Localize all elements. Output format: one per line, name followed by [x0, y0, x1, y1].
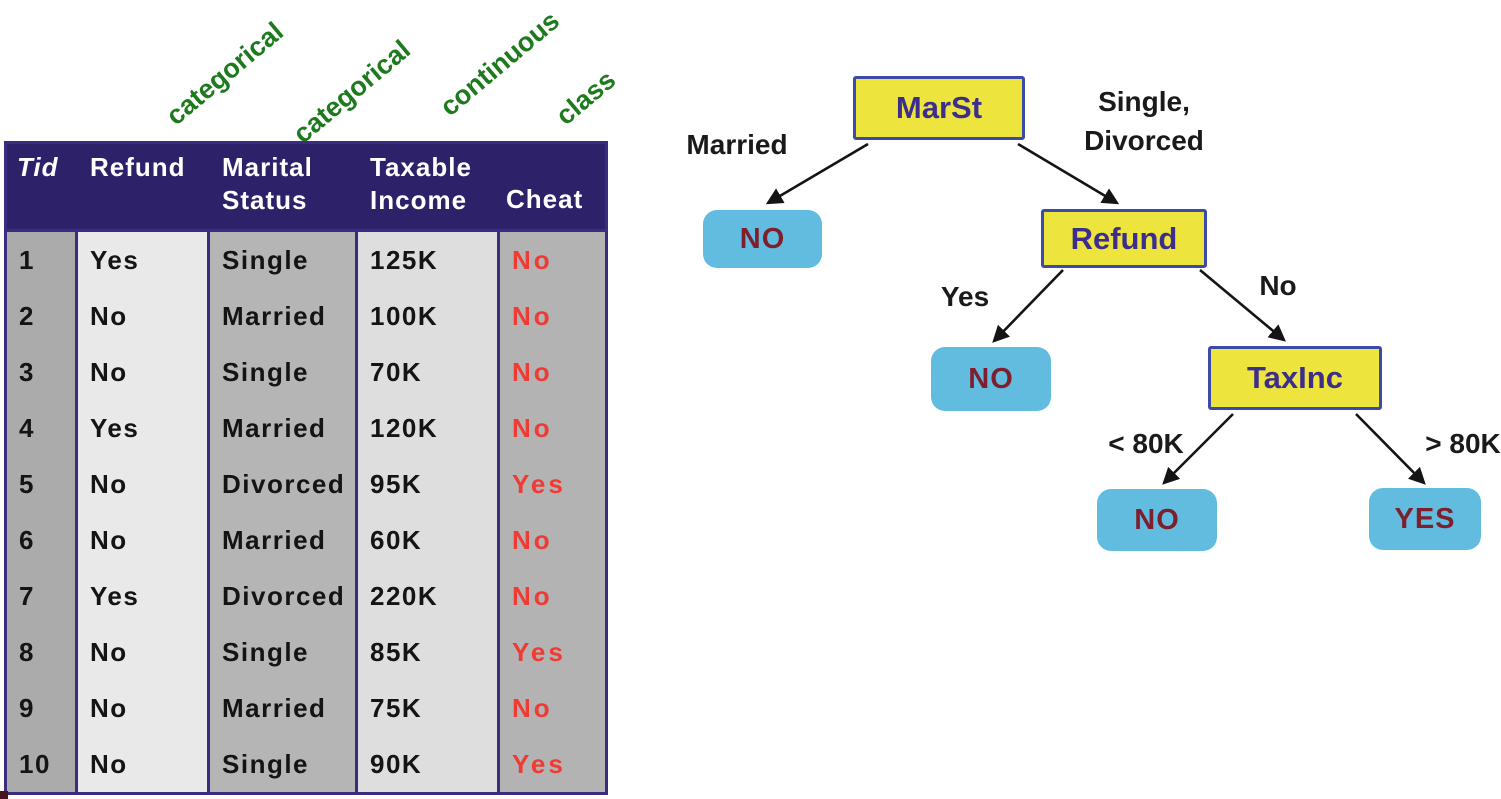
cell-tid: 7 — [7, 568, 78, 624]
cell-cheat: No — [500, 400, 605, 456]
cell-income: 85K — [358, 624, 500, 680]
tree-node-taxinc: TaxInc — [1208, 346, 1382, 410]
cell-cheat: Yes — [500, 736, 605, 792]
cell-cheat: No — [500, 680, 605, 736]
cell-income: 95K — [358, 456, 500, 512]
edge-label-less-80k: < 80K — [1108, 428, 1184, 459]
tree-leaf-taxinc-low-no: NO — [1097, 489, 1217, 551]
edge-label-greater-80k: > 80K — [1425, 428, 1501, 459]
column-header-taxable-income: Taxable Income — [370, 152, 472, 215]
cell-cheat: No — [500, 232, 605, 288]
cell-income: 75K — [358, 680, 500, 736]
cell-tid: 1 — [7, 232, 78, 288]
cell-cheat: No — [500, 344, 605, 400]
cell-marital: Married — [210, 400, 358, 456]
cell-refund: No — [78, 680, 210, 736]
cell-income: 125K — [358, 232, 500, 288]
edge-married-line — [765, 142, 869, 205]
cell-tid: 9 — [7, 680, 78, 736]
cell-income: 220K — [358, 568, 500, 624]
cell-income: 100K — [358, 288, 500, 344]
edge-refund-no-line — [1199, 269, 1286, 342]
cell-income: 70K — [358, 344, 500, 400]
cell-cheat: Yes — [500, 456, 605, 512]
cell-cheat: Yes — [500, 624, 605, 680]
cell-income: 90K — [358, 736, 500, 792]
column-header-cheat: Cheat — [506, 183, 584, 214]
edge-label-yes: Yes — [940, 281, 990, 312]
cell-refund: No — [78, 288, 210, 344]
cell-tid: 10 — [7, 736, 78, 792]
cell-marital: Single — [210, 624, 358, 680]
cell-marital: Divorced — [210, 568, 358, 624]
cell-refund: No — [78, 624, 210, 680]
edge-label-married: Married — [686, 129, 788, 160]
tree-leaf-married-no: NO — [703, 210, 822, 268]
edge-taxinc-high-line — [1355, 413, 1426, 485]
tree-node-marst: MarSt — [853, 76, 1025, 140]
cell-refund: Yes — [78, 568, 210, 624]
cell-marital: Single — [210, 344, 358, 400]
column-header-marital-status: Marital Status — [222, 152, 313, 215]
edge-label-no: No — [1259, 270, 1297, 301]
cell-marital: Married — [210, 512, 358, 568]
cell-cheat: No — [500, 512, 605, 568]
cell-tid: 4 — [7, 400, 78, 456]
cell-tid: 3 — [7, 344, 78, 400]
cell-marital: Married — [210, 288, 358, 344]
cell-cheat: No — [500, 288, 605, 344]
table-header-row: Tid Refund Marital Status Taxable Income… — [7, 144, 605, 232]
corner-artifact-mark — [0, 791, 8, 799]
edge-refund-yes-line — [992, 269, 1064, 343]
tree-leaf-refund-yes-no: NO — [931, 347, 1051, 411]
cell-income: 120K — [358, 400, 500, 456]
tree-node-refund: Refund — [1041, 209, 1207, 268]
cell-marital: Single — [210, 736, 358, 792]
edge-label-single-divorced: Single, Divorced — [1084, 86, 1204, 157]
cell-income: 60K — [358, 512, 500, 568]
cell-marital: Single — [210, 232, 358, 288]
cell-marital: Married — [210, 680, 358, 736]
cell-tid: 6 — [7, 512, 78, 568]
edge-single-divorced-line — [1017, 142, 1120, 205]
cell-refund: No — [78, 344, 210, 400]
cell-refund: No — [78, 512, 210, 568]
cell-cheat: No — [500, 568, 605, 624]
cell-refund: No — [78, 736, 210, 792]
column-header-tid: Tid — [17, 152, 59, 182]
training-data-table: Tid Refund Marital Status Taxable Income… — [4, 141, 608, 795]
cell-tid: 2 — [7, 288, 78, 344]
column-header-refund: Refund — [90, 152, 186, 182]
tree-leaf-taxinc-high-yes: YES — [1369, 488, 1481, 550]
cell-tid: 8 — [7, 624, 78, 680]
edge-taxinc-low-line — [1162, 413, 1234, 485]
cell-marital: Divorced — [210, 456, 358, 512]
cell-refund: No — [78, 456, 210, 512]
cell-tid: 5 — [7, 456, 78, 512]
table-body: 1 Yes Single 125K No 2 No Married 100K N… — [7, 232, 605, 792]
cell-refund: Yes — [78, 400, 210, 456]
cell-refund: Yes — [78, 232, 210, 288]
